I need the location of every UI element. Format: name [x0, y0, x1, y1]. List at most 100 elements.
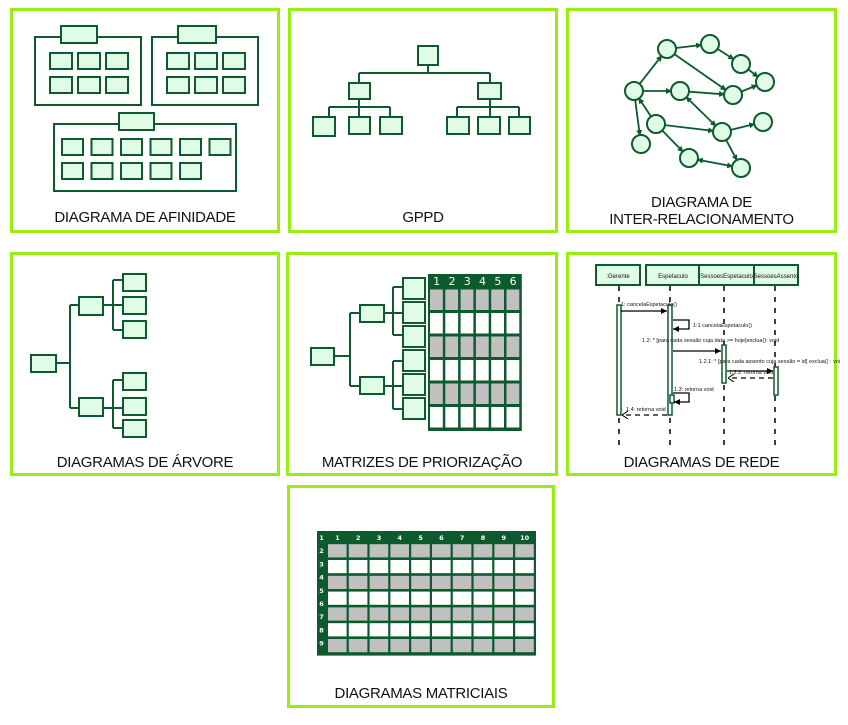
matrix-cell: [348, 575, 368, 589]
panel-tree-diagram[interactable]: DIAGRAMAS DE ÁRVORE: [10, 252, 280, 476]
priority-matrix-column-header: 4: [479, 275, 486, 288]
gppd-leaf-box: [446, 116, 470, 135]
activation-bar: [667, 304, 673, 416]
matrix-column-header: 2: [356, 534, 361, 542]
priority-matrix-column-header: 1: [433, 275, 440, 288]
relationship-node: [731, 158, 751, 178]
affinity-item-box: [77, 52, 101, 70]
matrix-cell: [452, 591, 472, 605]
relationship-node: [731, 54, 751, 74]
priority-matrix-cell: [506, 336, 520, 357]
matrix-column-header: 3: [377, 534, 382, 542]
matrix-column-header: 7: [460, 534, 465, 542]
relationship-node: [700, 34, 720, 54]
matrix-cell: [348, 607, 368, 621]
priority-matrix-column-header: 5: [494, 275, 501, 288]
relationship-arrow: [725, 139, 738, 161]
gppd-leaf-box: [312, 116, 336, 137]
gppd-root-box: [417, 45, 439, 66]
gppd-leaf-box: [508, 116, 531, 135]
priority-matrix-cell: [445, 336, 459, 357]
matrix-cell: [452, 607, 472, 621]
matrix-cell: [494, 591, 513, 605]
message-label: 1:1 cancelaEspetaculo(): [693, 323, 752, 329]
priority-matrix-column-header: 6: [510, 275, 517, 288]
priority-matrix-cell: [430, 360, 443, 381]
matrix-cell: [515, 575, 534, 589]
message-label: 1: cancelaEspetaculo(): [621, 302, 677, 308]
panel-gppd[interactable]: GPPD: [288, 8, 558, 233]
priority-leaf-box: [402, 373, 426, 396]
affinity-group-header: [118, 112, 155, 131]
caption-tree-diagram: DIAGRAMAS DE ÁRVORE: [56, 454, 234, 471]
message-label: 1.2.2: retorna void: [729, 370, 773, 376]
priority-matrix-cell: [460, 313, 474, 334]
relationship-node: [670, 81, 690, 101]
relationship-node: [624, 81, 644, 101]
activation-bar: [773, 366, 779, 396]
relationship-arrow: [685, 96, 717, 127]
matrix-cell: [452, 623, 472, 637]
priority-matrix-cell: [430, 289, 443, 310]
tree-leaf-box: [122, 296, 147, 315]
matrix-column-header: 9: [502, 534, 507, 542]
matrix-cell: [432, 623, 451, 637]
affinity-item-box: [49, 76, 73, 94]
matrix-cell: [411, 544, 430, 558]
priority-matrix-cell: [475, 407, 489, 428]
matrix-cell: [452, 544, 472, 558]
relationship-arrow: [696, 157, 734, 169]
caption-gppd: GPPD: [402, 209, 444, 226]
matrix-column-header: 5: [418, 534, 423, 542]
priority-matrix-cell: [460, 383, 474, 404]
caption-interrelationship-line1: DIAGRAMA DE: [651, 194, 752, 211]
matrix-cell: [452, 639, 472, 653]
relationship-node: [723, 85, 743, 105]
priority-matrix-frame: [428, 274, 522, 431]
message-label: 1.2.1: * [para cada assento cuja sessão …: [699, 359, 840, 365]
matrix-cell: [369, 607, 389, 621]
message-label: 1.2: * [para cada sessão cuja data >= ho…: [642, 338, 779, 344]
matrix-cell: [348, 639, 368, 653]
activation-bar: [721, 344, 727, 384]
affinity-item-box: [49, 52, 73, 70]
panel-affinity-diagram[interactable]: DIAGRAMA DE AFINIDADE: [10, 8, 280, 233]
matrix-row-header: 8: [319, 626, 324, 634]
matrix-cell: [369, 575, 389, 589]
panel-interrelationship-diagram[interactable]: DIAGRAMA DE INTER-RELACIONAMENTO: [566, 8, 837, 233]
priority-tree-root: [310, 347, 335, 366]
matrix-cell: [328, 623, 347, 637]
matrix-cell: [452, 575, 472, 589]
affinity-item-box: [90, 138, 114, 156]
matrix-column-header: 10: [520, 534, 530, 542]
matrix-cell: [515, 639, 534, 653]
matrix-cell: [494, 544, 513, 558]
activation-bar: [616, 304, 622, 416]
matrix-cell: [432, 575, 451, 589]
matrix-cell: [432, 591, 451, 605]
matrix-cell: [432, 544, 451, 558]
matrix-cell: [411, 591, 430, 605]
gppd-level2-box: [348, 82, 371, 100]
tree-leaf-box: [122, 419, 147, 438]
affinity-item-box: [149, 138, 173, 156]
priority-leaf-box: [402, 397, 426, 420]
matrix-cell: [411, 623, 430, 637]
relationship-arrow: [673, 53, 727, 91]
priority-leaf-box: [402, 325, 426, 348]
priority-matrix-cell: [445, 383, 459, 404]
affinity-diagram-graphic: [34, 25, 259, 192]
matrix-cell: [328, 591, 347, 605]
priority-matrix-cell: [460, 407, 474, 428]
matrix-cell: [473, 607, 493, 621]
relationship-arrow: [740, 84, 758, 93]
gppd-leaf-box: [477, 116, 501, 135]
affinity-group-header: [60, 25, 98, 44]
relationship-arrow: [638, 55, 663, 85]
affinity-item-box: [194, 52, 218, 70]
